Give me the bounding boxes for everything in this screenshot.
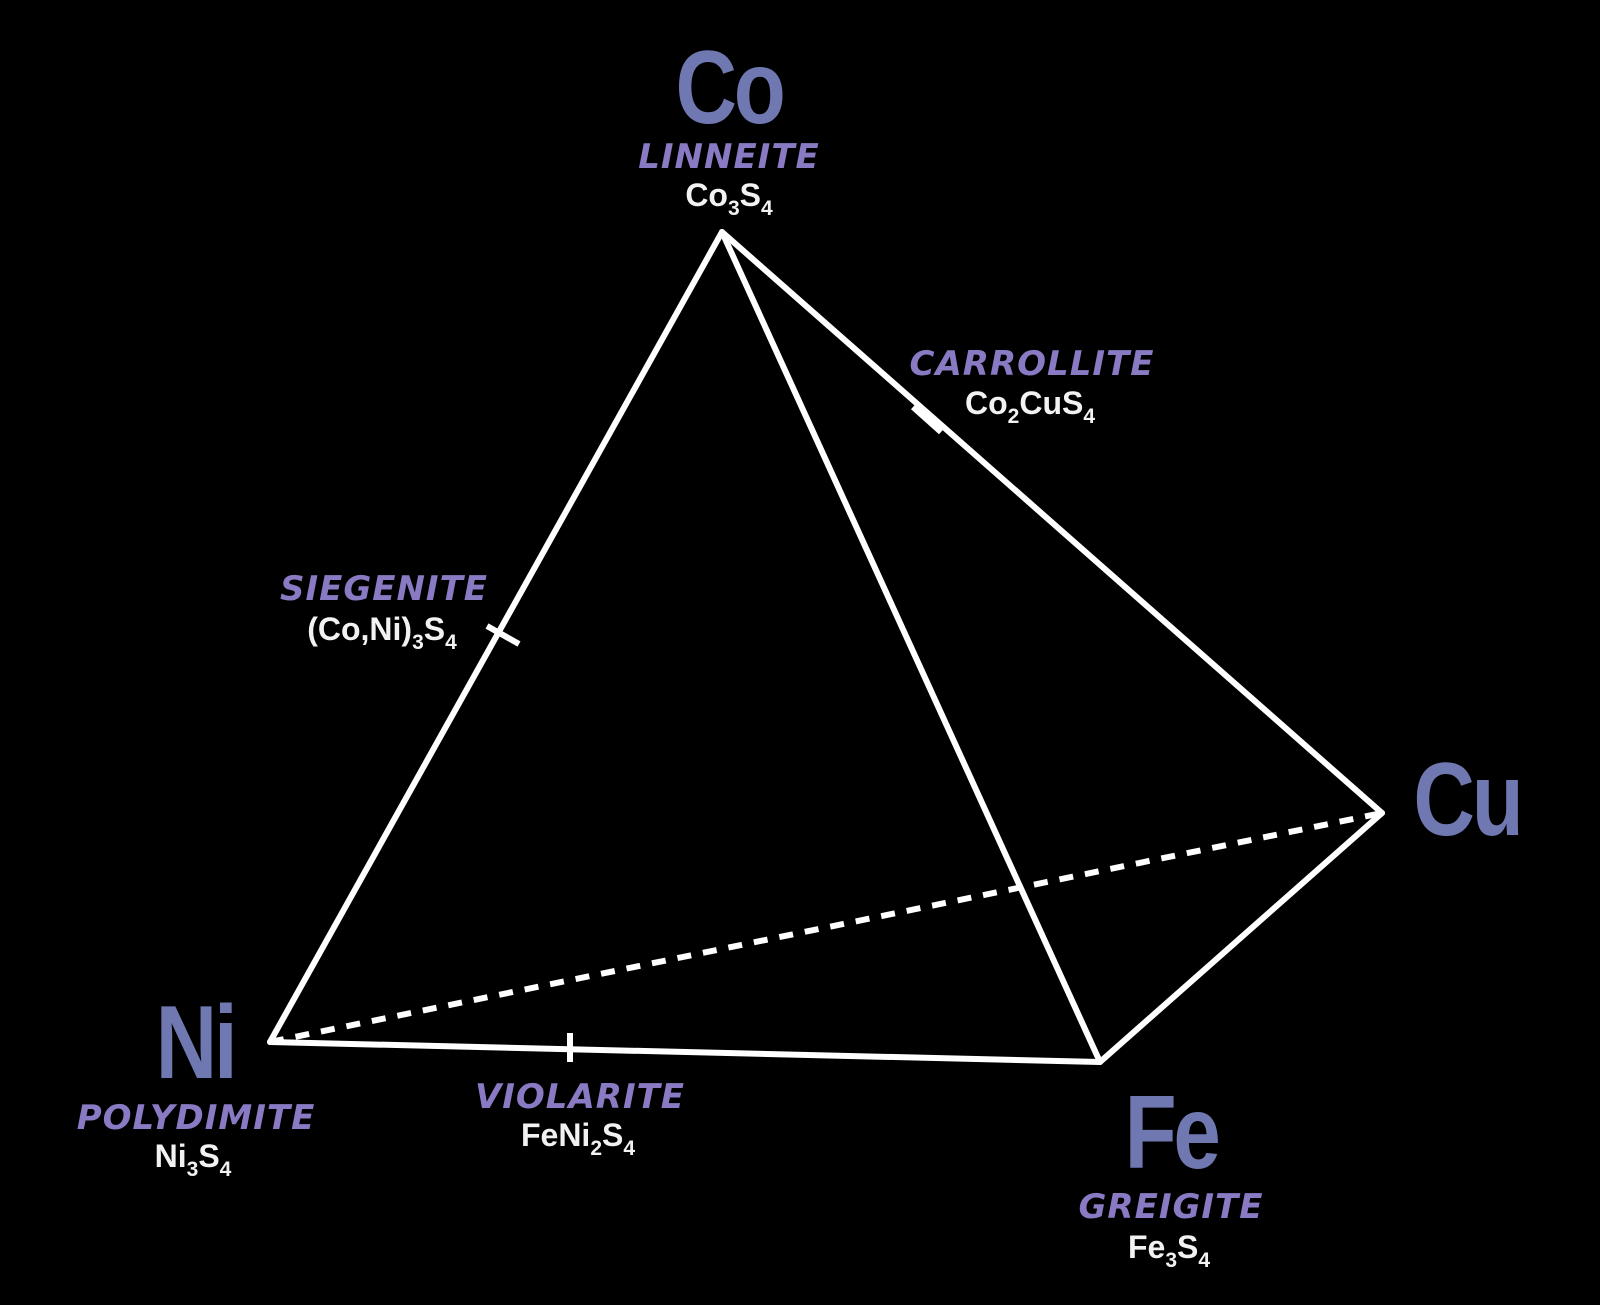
formula-text: (Co,Ni) xyxy=(307,611,412,647)
formula-subscript: 4 xyxy=(1198,1249,1210,1272)
formula-subscript: 3 xyxy=(187,1158,199,1181)
formula-text: S xyxy=(602,1117,623,1153)
violarite-formula: FeNi2S4 xyxy=(521,1117,635,1160)
greigite-formula: Fe3S4 xyxy=(1128,1229,1210,1272)
formula-text: S xyxy=(1177,1229,1198,1265)
tick-siegenite xyxy=(485,623,521,647)
siegenite-name: SIEGENITE xyxy=(280,569,488,609)
edge-co-ni xyxy=(267,229,725,1045)
formula-subscript: 2 xyxy=(1008,405,1020,428)
edge-fe-cu xyxy=(1097,810,1385,1065)
ni-symbol: Ni xyxy=(156,985,235,1101)
edge-ni-fe xyxy=(267,1039,1103,1065)
carrollite-formula: Co2CuS4 xyxy=(965,385,1095,428)
formula-text: Ni xyxy=(155,1138,187,1174)
carrollite-name: CARROLLITE xyxy=(910,344,1155,384)
formula-text: S xyxy=(740,177,761,213)
violarite-name: VIOLARITE xyxy=(475,1077,685,1117)
formula-subscript: 4 xyxy=(220,1158,232,1181)
formula-text: CuS xyxy=(1019,385,1083,421)
formula-text: S xyxy=(198,1138,219,1174)
linneite-name: LINNEITE xyxy=(638,137,820,177)
formula-text: Co xyxy=(685,177,728,213)
formula-subscript: 4 xyxy=(761,197,773,220)
tick-carrollite xyxy=(911,404,943,435)
fe-symbol: Fe xyxy=(1125,1075,1219,1191)
polydimite-name: POLYDIMITE xyxy=(77,1098,316,1138)
siegenite-formula: (Co,Ni)3S4 xyxy=(307,611,457,654)
formula-subscript: 4 xyxy=(445,631,457,654)
formula-subscript: 3 xyxy=(728,197,740,220)
formula-subscript: 3 xyxy=(1165,1249,1177,1272)
formula-subscript: 3 xyxy=(412,631,424,654)
formula-text: Co xyxy=(965,385,1008,421)
formula-subscript: 2 xyxy=(590,1137,602,1160)
formula-text: S xyxy=(424,611,445,647)
edge-ni-cu-hidden xyxy=(269,810,1383,1045)
co-symbol: Co xyxy=(675,30,783,146)
linneite-formula: Co3S4 xyxy=(685,177,773,220)
edge-co-cu xyxy=(719,229,1385,816)
formula-text: FeNi xyxy=(521,1117,590,1153)
edge-co-fe xyxy=(719,229,1103,1065)
formula-text: Fe xyxy=(1128,1229,1165,1265)
cu-symbol: Cu xyxy=(1413,742,1520,858)
greigite-name: GREIGITE xyxy=(1079,1187,1264,1227)
formula-subscript: 4 xyxy=(623,1137,635,1160)
formula-subscript: 4 xyxy=(1083,405,1095,428)
polydimite-formula: Ni3S4 xyxy=(155,1138,232,1181)
